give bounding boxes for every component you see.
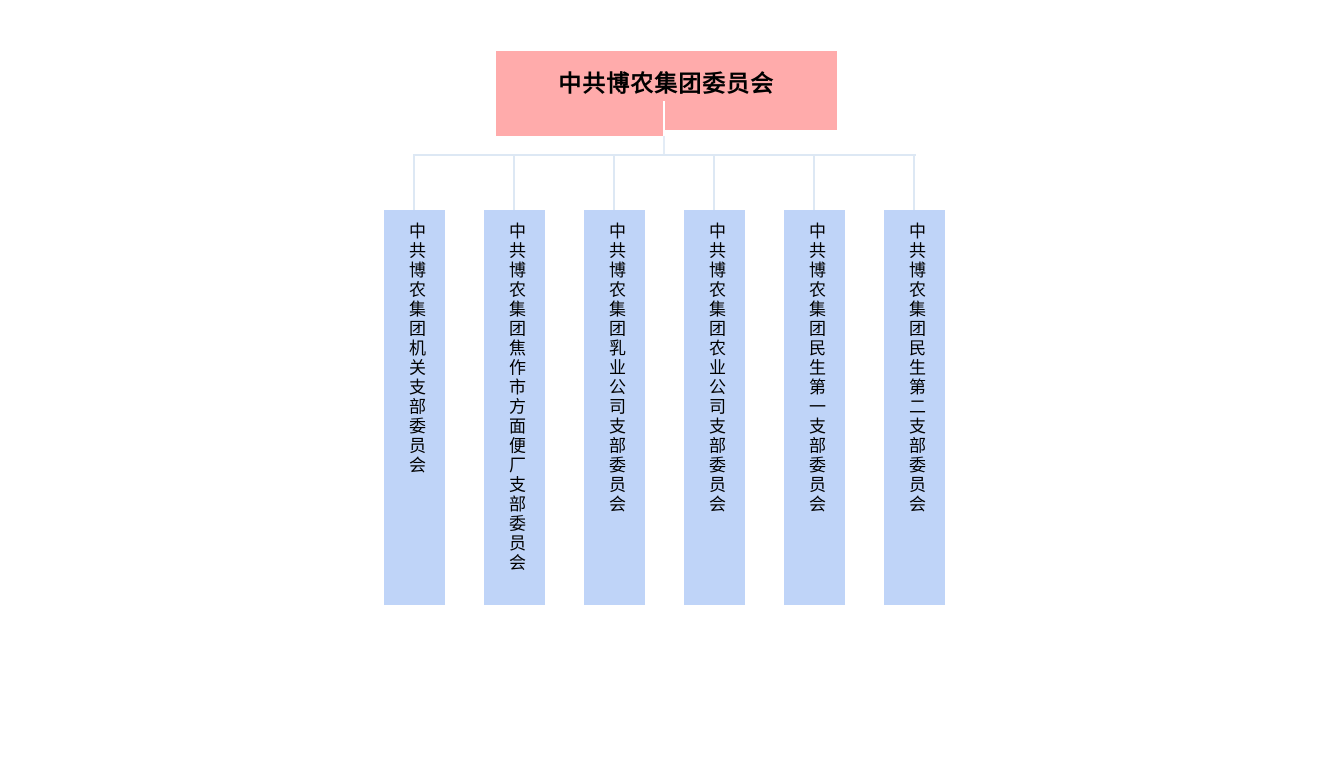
org-child-label-4: 中共博农集团农业公司支部委员会 — [705, 222, 725, 515]
connector-horizontal-rail — [413, 154, 916, 156]
connector-stub-5 — [813, 154, 815, 210]
org-child-node-2[interactable]: 中共博农集团焦作市方面便厂支部委员会 — [484, 210, 545, 605]
org-child-node-3[interactable]: 中共博农集团乳业公司支部委员会 — [584, 210, 645, 605]
org-child-label-3: 中共博农集团乳业公司支部委员会 — [605, 222, 625, 515]
org-root-node[interactable]: 中共博农集团委员会 — [496, 51, 837, 130]
org-child-label-6: 中共博农集团民生第二支部委员会 — [905, 222, 925, 515]
connector-stub-4 — [713, 154, 715, 210]
org-child-label-2: 中共博农集团焦作市方面便厂支部委员会 — [505, 222, 525, 573]
org-child-node-4[interactable]: 中共博农集团农业公司支部委员会 — [684, 210, 745, 605]
connector-stub-3 — [613, 154, 615, 210]
org-child-label-5: 中共博农集团民生第一支部委员会 — [805, 222, 825, 515]
connector-stub-6 — [913, 154, 915, 210]
org-child-node-1[interactable]: 中共博农集团机关支部委员会 — [384, 210, 445, 605]
org-child-node-5[interactable]: 中共博农集团民生第一支部委员会 — [784, 210, 845, 605]
connector-stub-1 — [413, 154, 415, 210]
org-child-node-6[interactable]: 中共博农集团民生第二支部委员会 — [884, 210, 945, 605]
org-root-label: 中共博农集团委员会 — [558, 71, 775, 97]
connector-root-stem-white — [663, 101, 665, 130]
connector-root-vertical — [663, 136, 665, 154]
org-child-label-1: 中共博农集团机关支部委员会 — [405, 222, 425, 476]
connector-stub-2 — [513, 154, 515, 210]
org-root-node-bottom-extension — [496, 130, 663, 136]
